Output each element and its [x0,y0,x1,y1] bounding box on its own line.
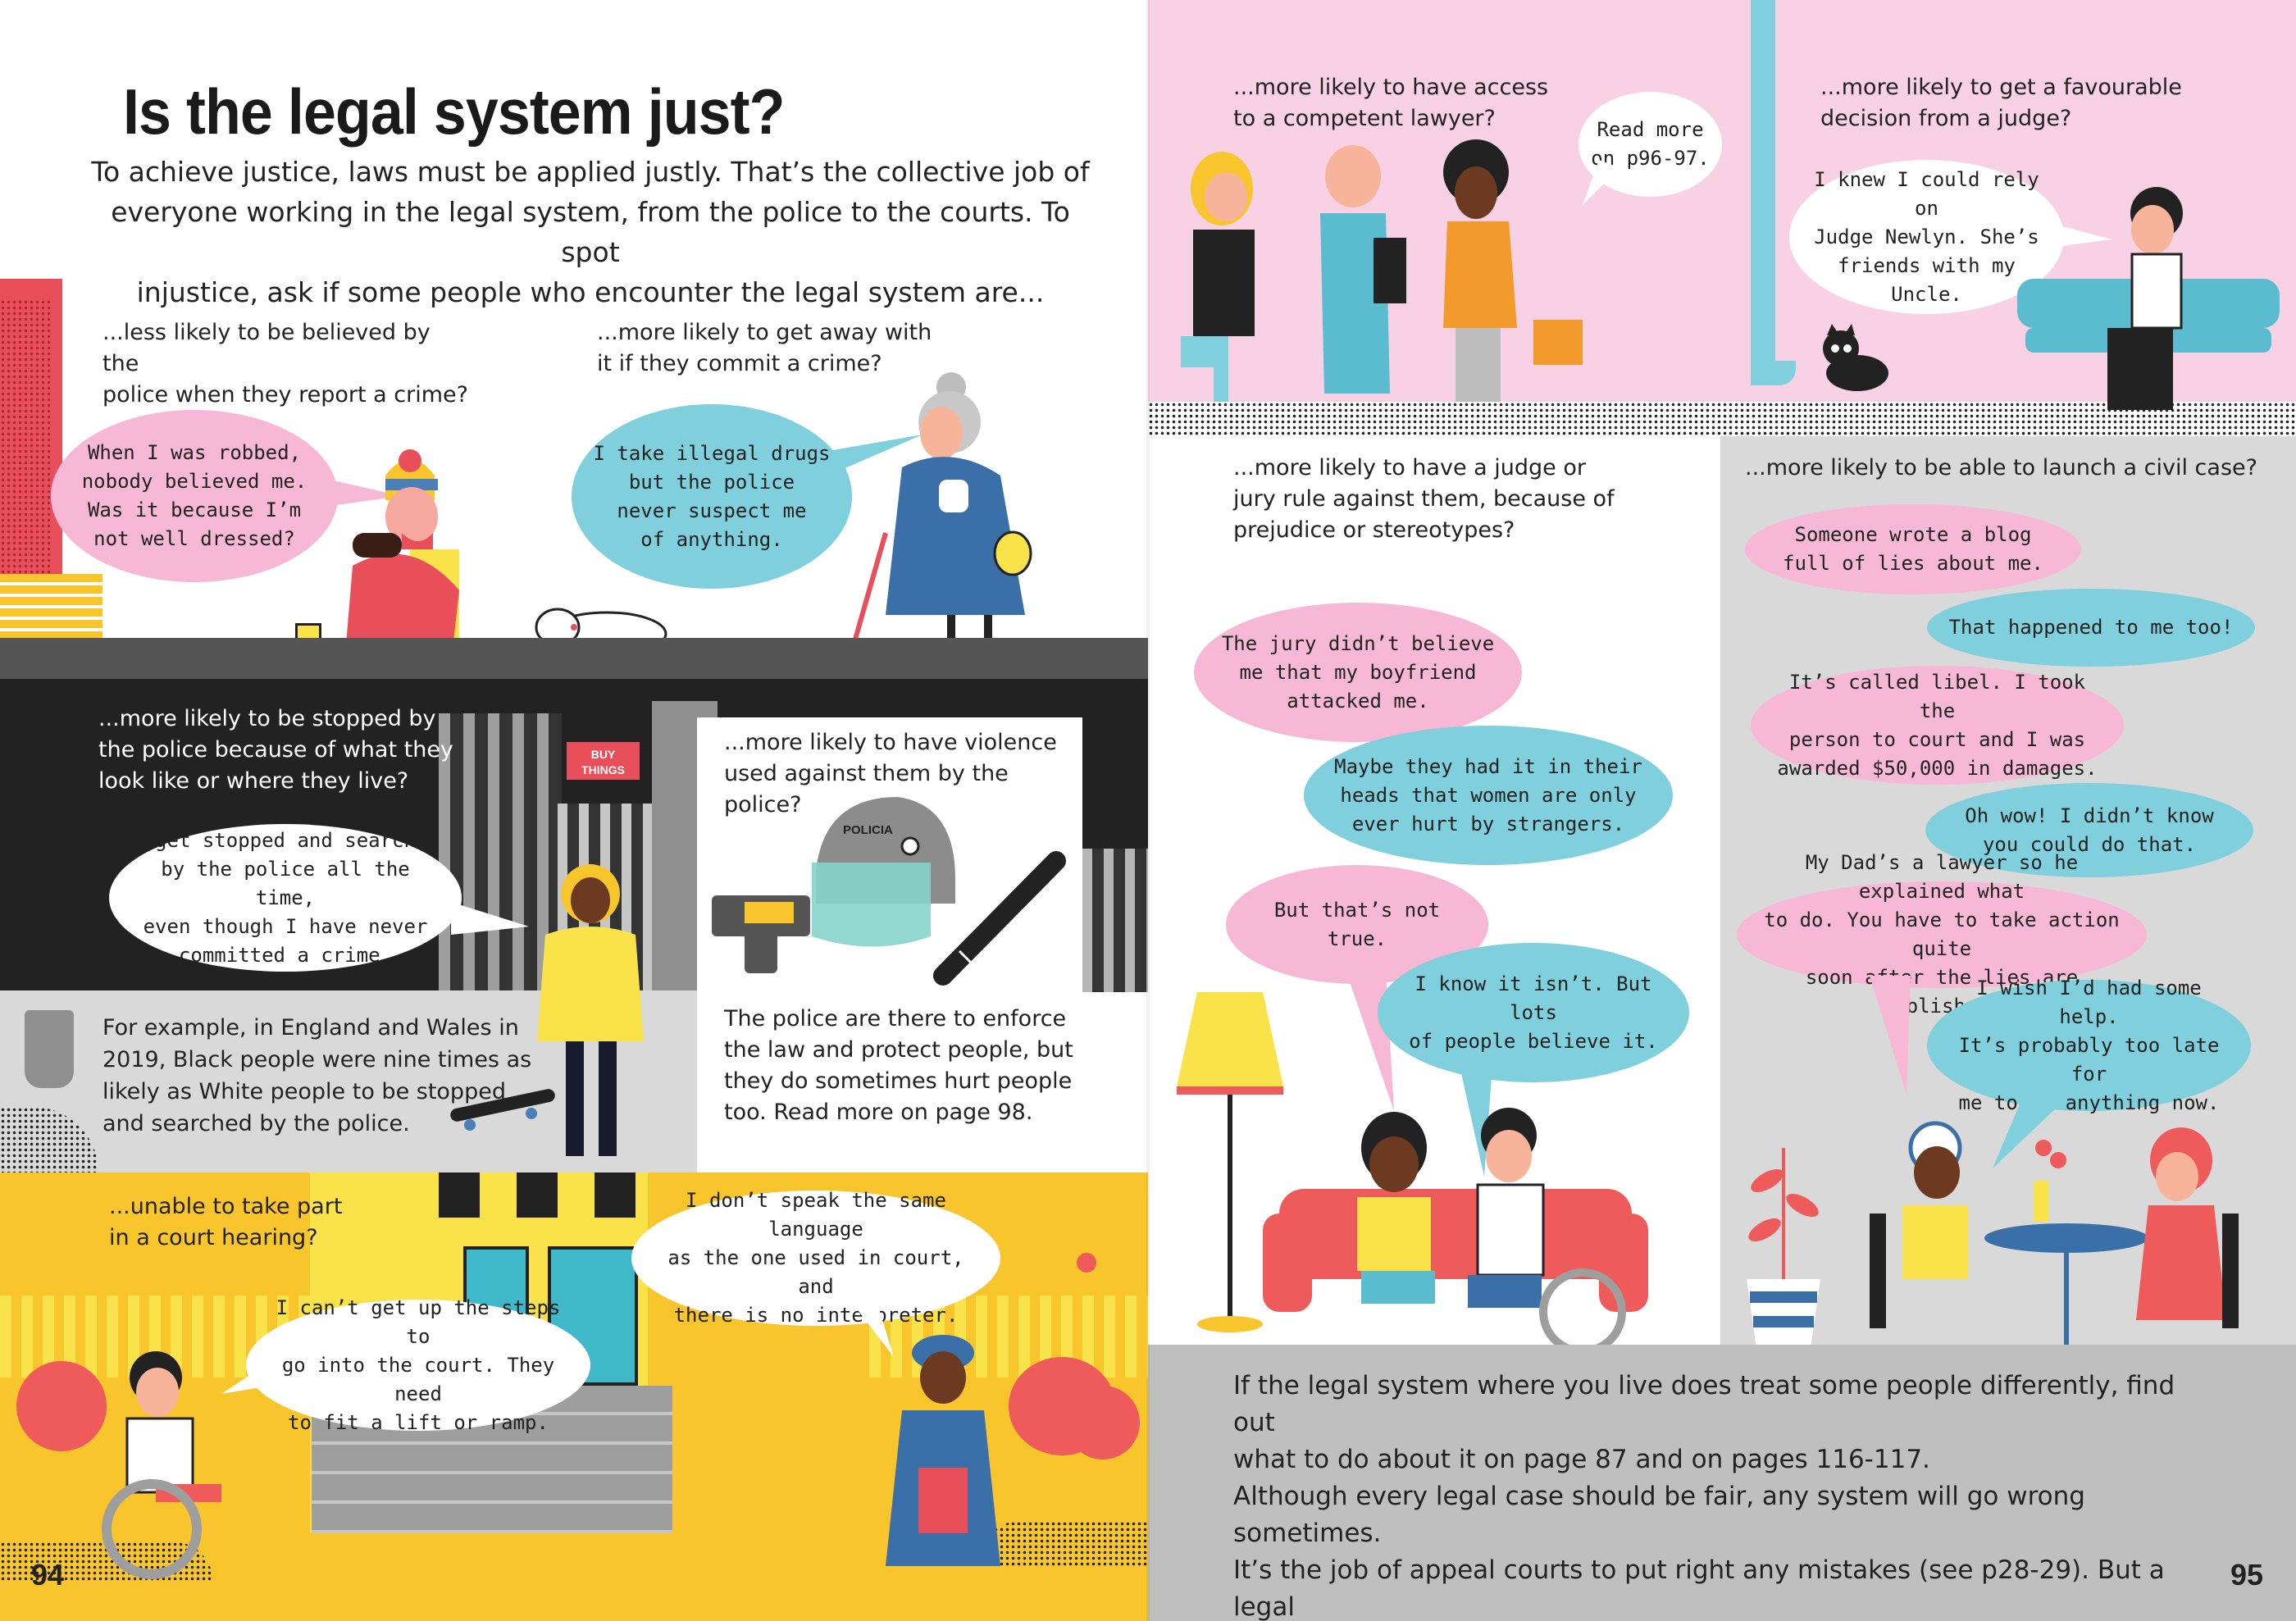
bubble-language: I don’t speak the same language as the o… [631,1189,1000,1327]
page-number-right: 95 [2230,1558,2264,1591]
court-dotted-ground-right [976,1521,1148,1566]
bubble-language-tail [853,1304,894,1357]
cafe-scene-illustration [1870,1121,2239,1345]
right-page: ...more likely to have access to a compe… [1148,0,2296,1621]
caption-away: ...more likely to get away with it if th… [597,320,932,376]
caption-civil: ...more likely to be able to launch a ci… [1745,455,2257,480]
bubble-civil-2: It’s called libel. I took the person to … [1751,666,2124,785]
caption-jury: ...more likely to have a judge or jury r… [1233,455,1615,543]
bench-man-illustration [2017,187,2280,410]
caption-judge: ...more likely to get a favourable decis… [1820,75,2182,131]
bubble-civil-1: That happened to me too! [1927,589,2255,667]
bubble-judge-tail [2050,223,2112,248]
page-title: Is the legal system just? [123,75,785,148]
bubble-stopped-tail [451,902,529,935]
bubble-civil-5-tail [1993,1091,2075,1168]
baton-illustration [933,851,1066,986]
drain-pipe [1751,0,1775,385]
bubble-robbed-tail [312,476,402,508]
left-page: Is the legal system just? To achieve jus… [0,75,1148,1621]
helmet-label: POLICIA [843,823,893,837]
intro-text: To achieve justice, laws must be applied… [91,156,1090,308]
grey-building-left [439,713,562,992]
bubble-civil-3: Oh wow! I didn’t know you could do that. [1925,783,2253,877]
example-text: For example, in England and Wales in 201… [102,1015,532,1136]
dark-roof-band [0,638,1148,679]
billboard-sign: BUY THINGS [564,740,642,782]
bubble-judge: I knew I could rely on Judge Newlyn. She… [1789,160,2064,314]
bin-icon [25,1010,74,1088]
bubble-jury-0: The jury didn’t believe me that my boyfr… [1194,603,1522,742]
red-tree-right-2 [1066,1386,1140,1459]
bubble-drugs-tail [828,435,922,476]
bubble-civil-4: My Dad’s a lawyer so he explained what t… [1737,851,2147,1018]
police-helmet-illustration [812,797,955,947]
bubble-robbed: When I was robbed, nobody believed me. W… [51,410,338,582]
court-windows-top [439,1172,644,1218]
bubble-jury-3: I know it isn’t. But lots of people beli… [1378,943,1689,1082]
cat-illustration [1823,324,1888,391]
hoodie-person-illustration [537,864,644,1156]
bubble-read-more-tail [1583,160,1620,205]
bubble-steps: I can’t get up the steps to go into the … [246,1296,590,1434]
grey-building-far [1082,849,1148,992]
yellow-steps [0,574,102,638]
woman-dress-illustration [886,1335,1000,1566]
page-gutter [1146,0,1150,1621]
caption-court: ...unable to take part in a court hearin… [109,1194,343,1250]
bubble-civil-4-tail [1870,976,1911,1095]
skateboard-illustration [450,1089,555,1131]
old-lady-illustration [850,372,1032,649]
taser-illustration [712,895,810,973]
sofa-couple-illustration [1263,1108,1648,1355]
potted-plant-illustration [1747,1148,1820,1349]
caption-believed: ...less likely to be believed by the pol… [102,320,468,408]
drain-pipe-bend [1751,361,1796,385]
bubble-jury-1: Maybe they had it in their heads that wo… [1304,726,1673,865]
page-number-left: 94 [31,1558,65,1591]
bird-illustration [1077,1253,1096,1273]
footer-grey-bg [1148,1345,2296,1621]
bubble-civil-0: Someone wrote a blog full of lies about … [1745,504,2081,594]
caption-lawyer: ...more likely to have access to a compe… [1233,75,1549,131]
caption-violence: ...more likely to have violence used aga… [724,730,1057,817]
dotted-wall [0,299,52,586]
bubble-jury-3-tail [1460,1066,1492,1177]
lamp-illustration [1177,992,1283,1332]
caption-stopped: ...more likely to be stopped by the poli… [98,706,453,794]
bubble-stopped: I get stopped and searched by the police… [109,824,462,972]
bubble-steps-tail [221,1361,271,1394]
footer-text: If the legal system where you live does … [1233,1371,2175,1621]
homeless-person-illustration [344,449,459,664]
bubble-drugs: I take illegal drugs but the police neve… [572,404,852,589]
bubble-civil-5: I wish I’d had some help. It’s probably … [1927,977,2251,1114]
violence-note: The police are there to enforce the law … [724,1006,1073,1125]
wheelchair-person-illustration [102,1351,221,1579]
lawyers-illustration [1181,139,1583,402]
red-tree-left [16,1361,107,1451]
dotted-floor [1148,402,2296,436]
